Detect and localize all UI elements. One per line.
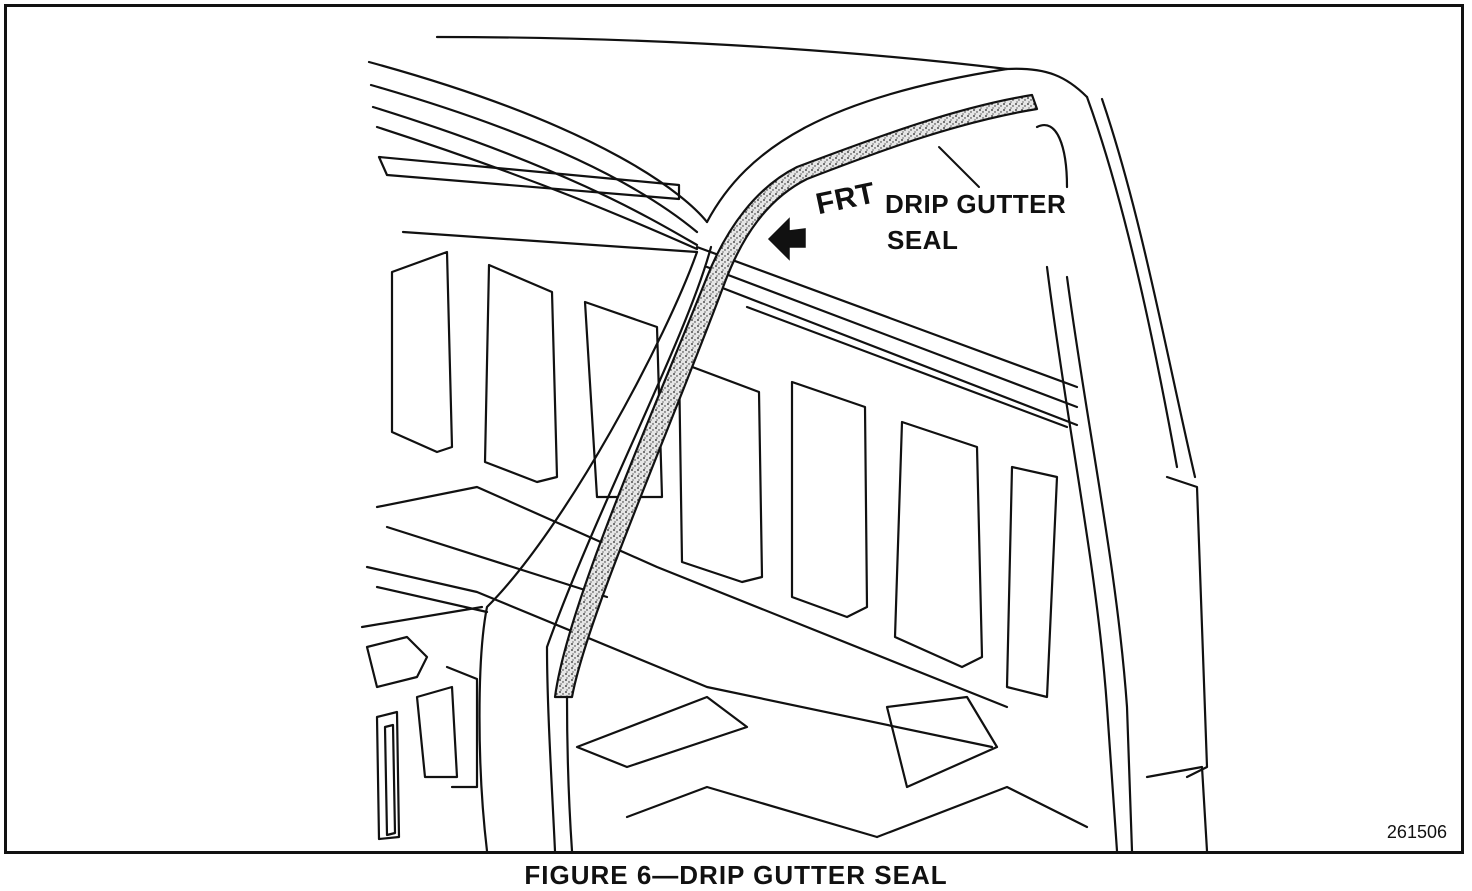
figure-frame: FRT DRIP GUTTER SEAL 261506 [4, 4, 1464, 854]
cab-roof [367, 35, 1197, 479]
cab-pillar [478, 245, 713, 851]
door-latch-hardware [360, 605, 484, 841]
drip-gutter-seal [553, 93, 1039, 699]
cab-side-panel [1035, 124, 1209, 851]
cab-back-wall [401, 230, 1079, 429]
frt-arrow-icon [767, 217, 806, 261]
back-wall-panels-left [390, 250, 664, 499]
figure-caption: FIGURE 6—DRIP GUTTER SEAL [524, 860, 948, 890]
truck-cab-illustration [360, 35, 1209, 851]
drip-gutter-callout-line2: SEAL [887, 225, 959, 255]
cab-floor [365, 485, 1089, 839]
part-number: 261506 [1386, 822, 1447, 842]
drip-gutter-callout-line1: DRIP GUTTER [885, 189, 1067, 219]
back-wall-panels-right [677, 360, 1059, 699]
drip-gutter-leader-line [938, 146, 980, 188]
